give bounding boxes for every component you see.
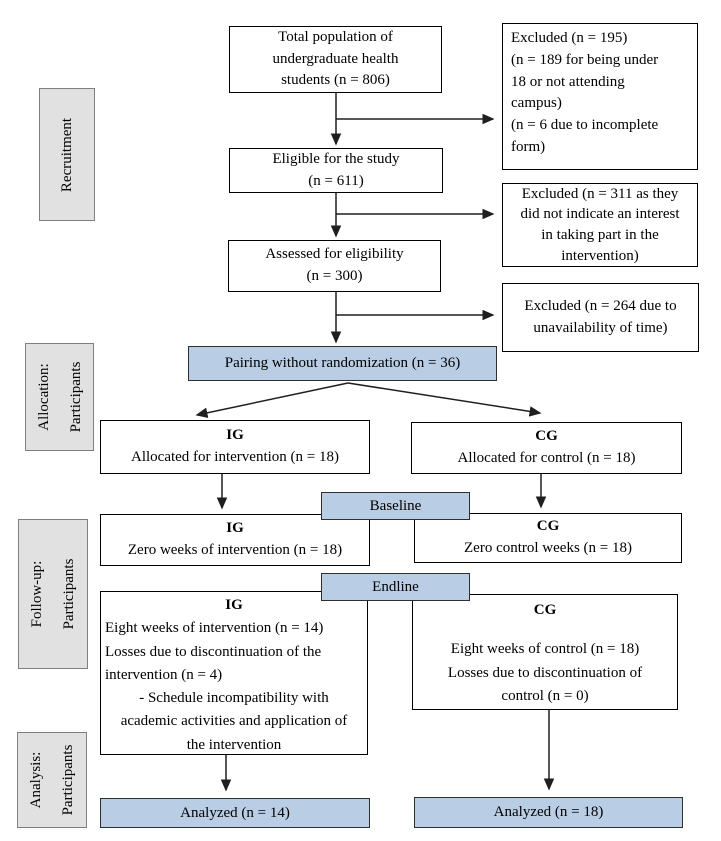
node-eligible: Eligible for the study(n = 611) [229, 148, 443, 193]
node-cg-followup: CG Eight weeks of control (n = 18)Losses… [412, 594, 678, 710]
group-label: IG [226, 427, 244, 444]
group-label: IG [225, 597, 243, 613]
node-ig-baseline: IG Zero weeks of intervention (n = 18) [100, 514, 370, 566]
stage-label-text: Analysis: Participants [27, 744, 76, 816]
node-cg-baseline: CG Zero control weeks (n = 18) [414, 513, 682, 563]
stage-label-text: Follow-up: Participants [28, 558, 77, 630]
node-assessed: Assessed for eligibility(n = 300) [228, 240, 441, 292]
stage-label-recruitment: Recruitment [39, 88, 95, 221]
group-label: CG [536, 518, 560, 535]
node-analyzed-cg: Analyzed (n = 18) [414, 797, 683, 828]
node-analyzed-ig: Analyzed (n = 14) [100, 798, 370, 828]
arrow-pairing-to-cg [347, 382, 542, 417]
stage-label-analysis: Analysis: Participants [17, 732, 87, 828]
node-cg-allocated: CG Allocated for control (n = 18) [411, 422, 682, 474]
stage-label-followup: Follow-up: Participants [18, 519, 88, 669]
node-pairing: Pairing without randomization (n = 36) [188, 346, 497, 381]
node-excluded-1: Excluded (n = 195)(n = 189 for being und… [502, 23, 698, 170]
node-ig-followup: IG Eight weeks of intervention (n = 14)L… [100, 591, 368, 755]
node-ig-allocated: IG Allocated for intervention (n = 18) [100, 420, 370, 474]
node-baseline-label: Baseline [321, 492, 470, 520]
group-label: CG [535, 428, 558, 445]
stage-label-allocation: Allocation: Participants [25, 343, 94, 451]
stage-label-text: Allocation: Participants [35, 361, 84, 433]
node-endline-label: Endline [321, 573, 470, 601]
group-label: CG [533, 602, 557, 618]
arrow-pairing-to-ig [195, 382, 349, 418]
group-label: IG [226, 520, 244, 537]
stage-label-text: Recruitment [58, 117, 75, 192]
